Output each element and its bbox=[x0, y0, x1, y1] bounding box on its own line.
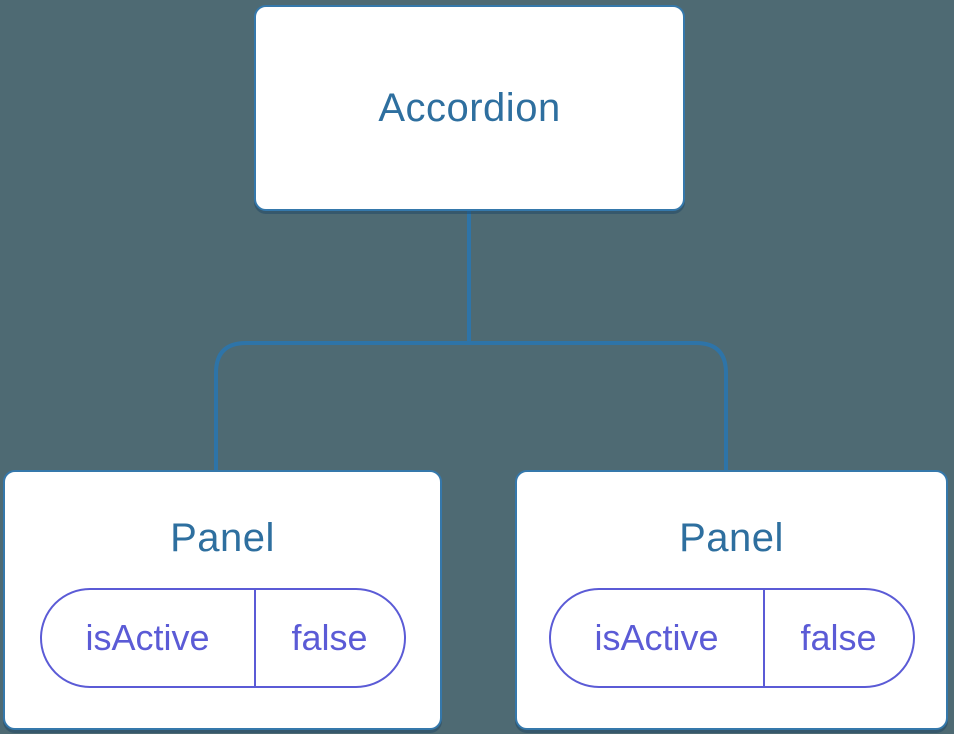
node-panel-2: Panel isActive false bbox=[515, 470, 948, 730]
state-key-label: isActive bbox=[42, 590, 256, 686]
node-panel-2-state-pill: isActive false bbox=[548, 588, 915, 688]
node-accordion-label: Accordion bbox=[378, 86, 561, 130]
state-value-label: false bbox=[800, 617, 877, 658]
state-key-label: isActive bbox=[551, 590, 765, 686]
node-panel-1-label: Panel bbox=[170, 516, 275, 560]
state-value-label: false bbox=[291, 617, 368, 658]
node-panel-1-state-pill: isActive false bbox=[39, 588, 406, 688]
node-panel-2-label: Panel bbox=[679, 516, 784, 560]
connector-branch-bracket bbox=[214, 341, 728, 472]
node-panel-1: Panel isActive false bbox=[3, 470, 442, 730]
node-accordion: Accordion bbox=[254, 5, 685, 211]
